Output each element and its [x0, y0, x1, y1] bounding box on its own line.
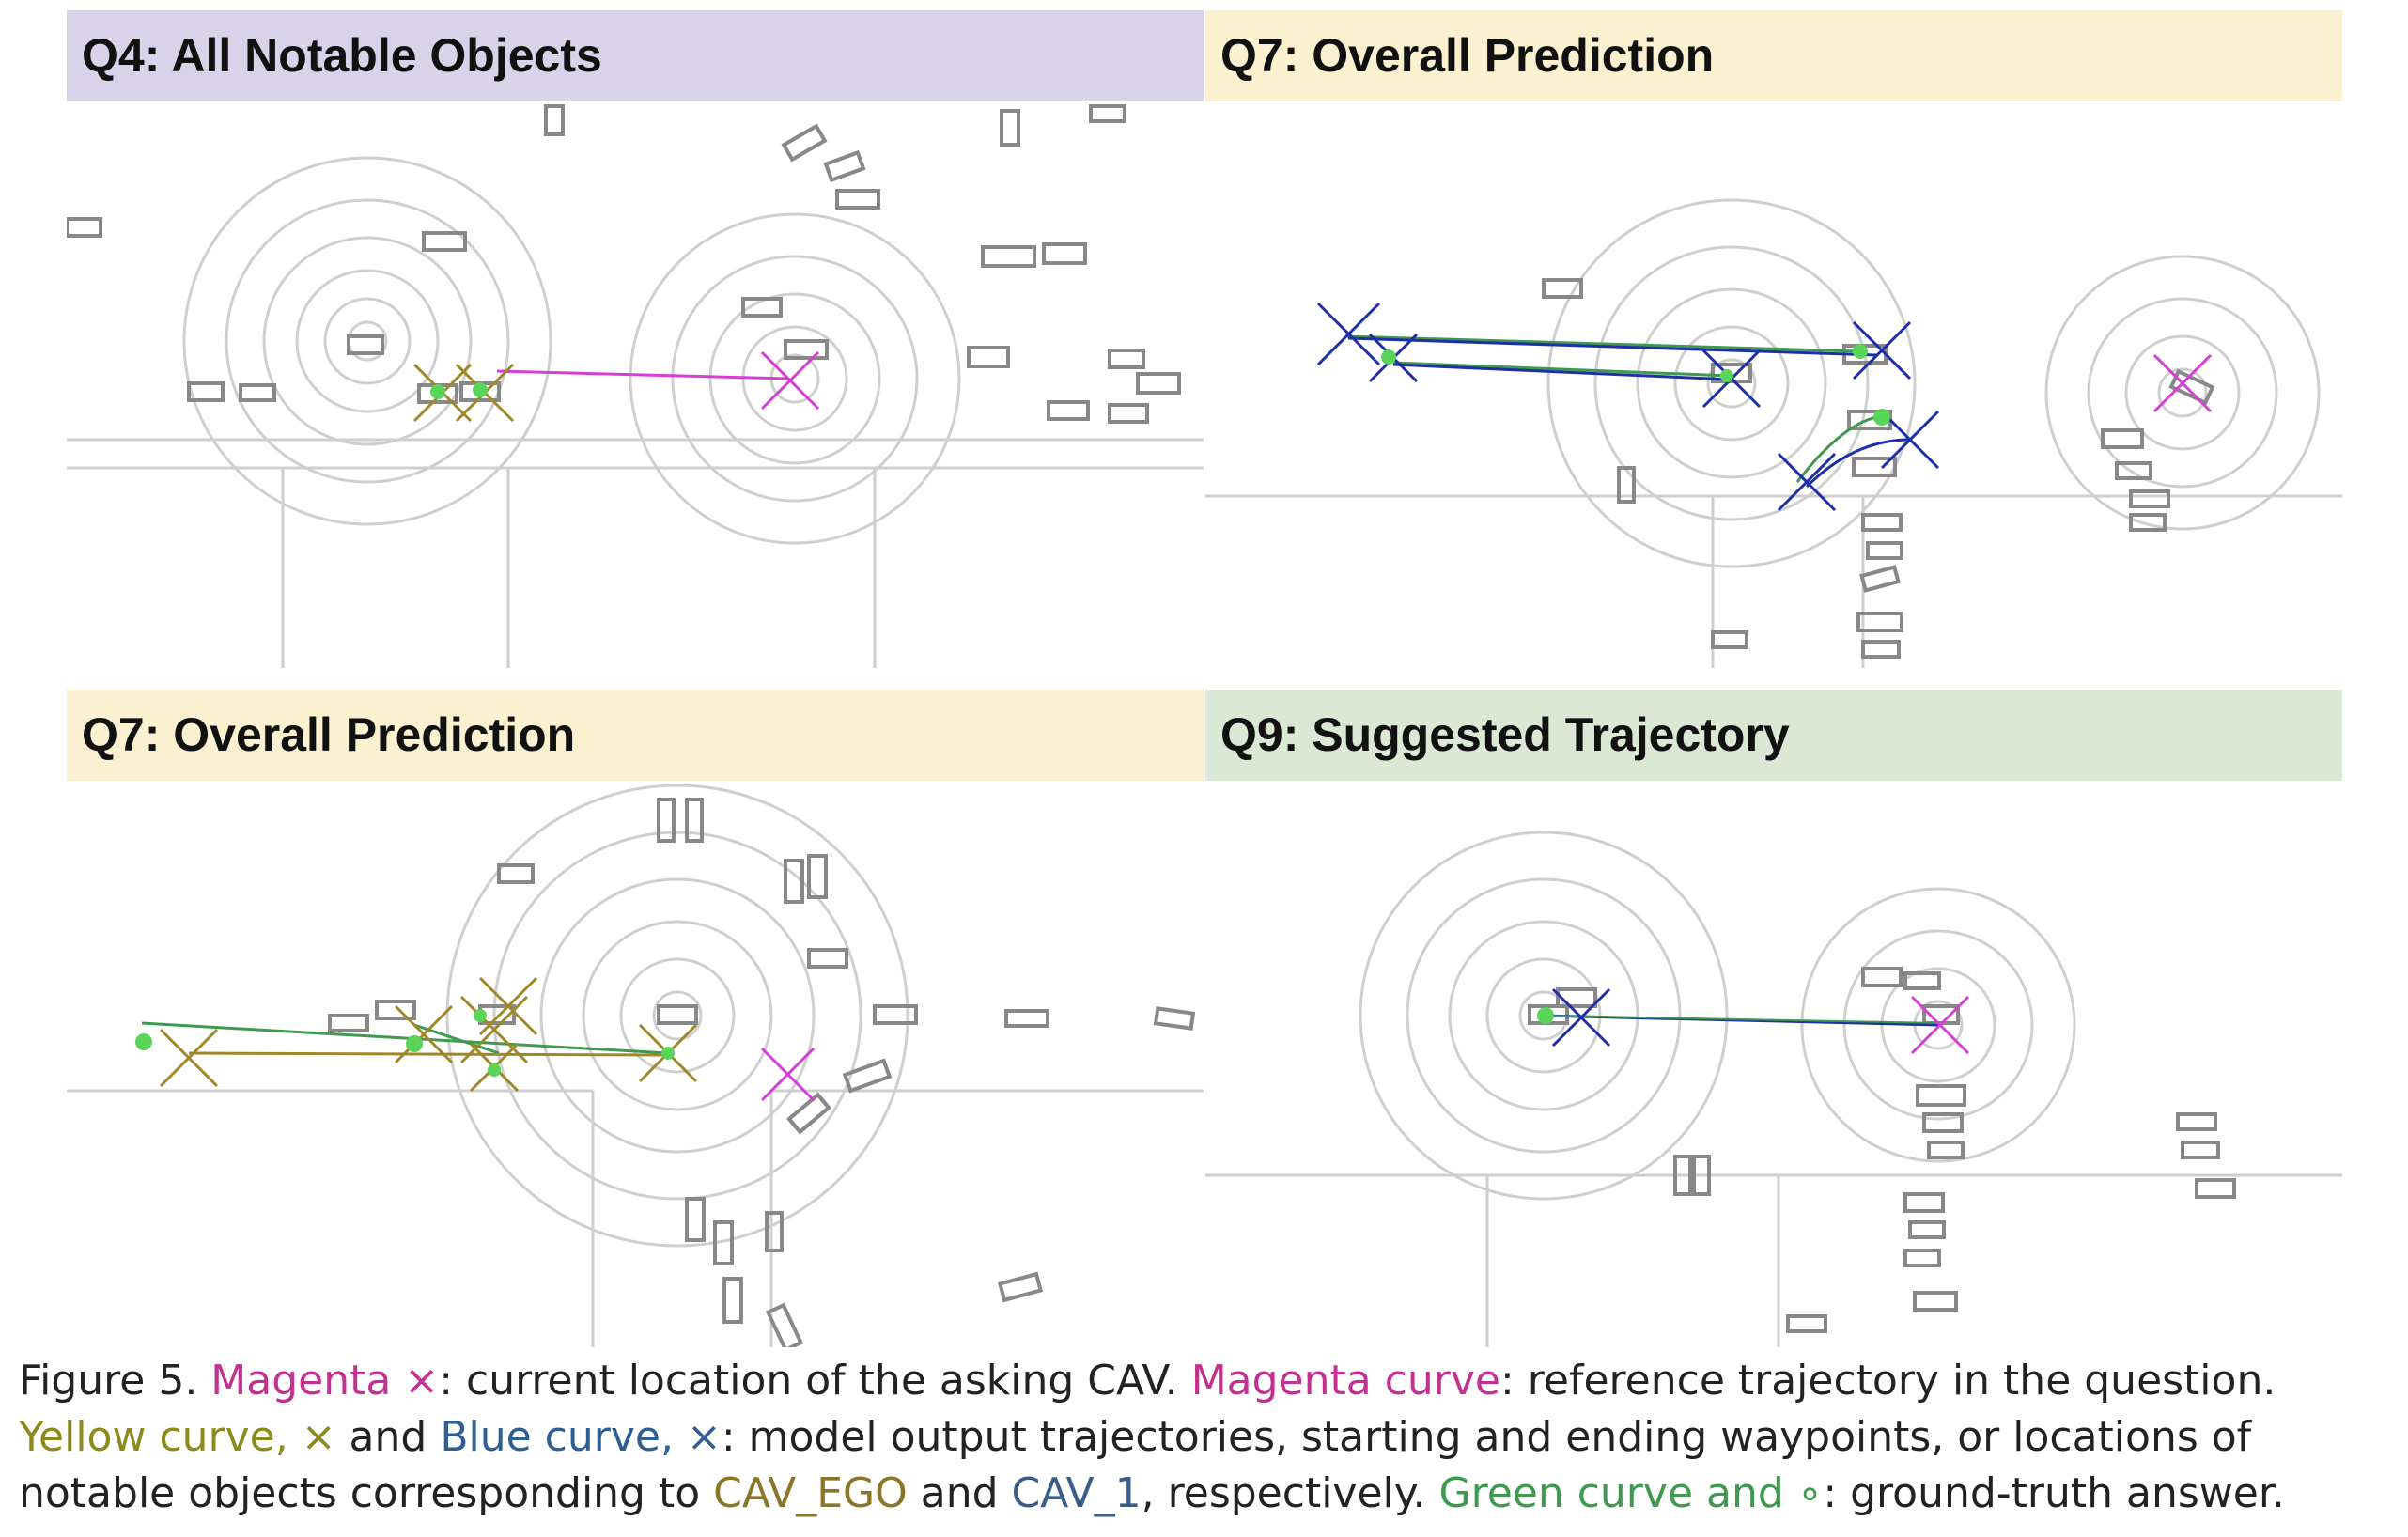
caption-blue-curve: Blue curve, × [440, 1413, 722, 1461]
caption-text-5: and [907, 1469, 1012, 1517]
lidar-map-q7-bottom [67, 784, 1204, 1347]
caption-text-2: : reference trajectory in the question. [1499, 1357, 2276, 1405]
panel-q7-bottom: Q7: Overall Prediction [67, 690, 1204, 1347]
lidar-map-q4 [67, 104, 1204, 668]
caption-yellow-curve: Yellow curve, × [19, 1413, 336, 1461]
figure-caption: Figure 5. Magenta ×: current location of… [19, 1353, 2396, 1522]
panel-title-q4: Q4: All Notable Objects [67, 10, 1204, 101]
caption-text-1: : current location of the asking CAV. [439, 1357, 1191, 1405]
panel-title-q7-bottom: Q7: Overall Prediction [67, 690, 1204, 781]
panel-q9: Q9: Suggested Trajectory [1205, 690, 2342, 1347]
panel-q4: Q4: All Notable Objects [67, 10, 1204, 668]
panel-q7-top: Q7: Overall Prediction [1205, 10, 2342, 668]
caption-cav-ego: CAV_EGO [713, 1469, 908, 1517]
caption-green-curve: Green curve and ∘ [1438, 1469, 1824, 1517]
caption-magenta-curve: Magenta curve [1190, 1357, 1500, 1405]
caption-text-4: : model output trajectories, starting an… [19, 1413, 2252, 1517]
caption-text-6: , respectively. [1141, 1469, 1439, 1517]
lidar-map-q7-top [1205, 198, 2342, 668]
caption-text-7: : ground-truth answer. [1823, 1469, 2285, 1517]
lidar-map-q9 [1205, 831, 2342, 1347]
caption-cav-1: CAV_1 [1011, 1469, 1142, 1517]
caption-magenta-x: Magenta × [210, 1357, 440, 1405]
panel-title-q9: Q9: Suggested Trajectory [1205, 690, 2342, 781]
caption-prefix: Figure 5. [19, 1357, 211, 1405]
panel-title-q7-top: Q7: Overall Prediction [1205, 10, 2342, 101]
caption-text-3: and [335, 1413, 441, 1461]
